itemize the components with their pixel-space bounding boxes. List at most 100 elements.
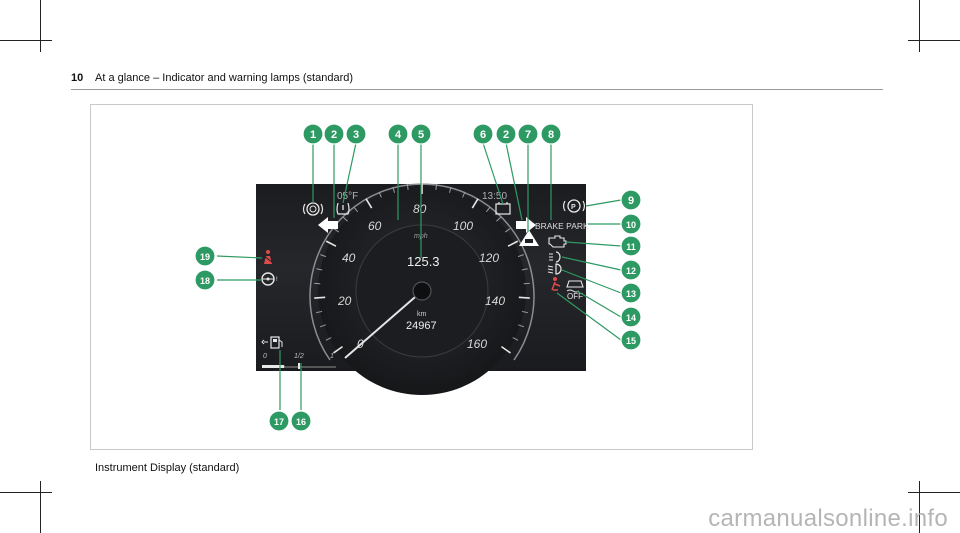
dial-tick xyxy=(517,254,524,258)
seat-belt-icon xyxy=(262,250,274,264)
dial-tick xyxy=(392,186,396,193)
fuel-scale-label: 0 xyxy=(263,353,267,360)
svg-text:19: 19 xyxy=(200,252,210,262)
callout-6: 6 xyxy=(472,123,494,145)
callout-11: 11 xyxy=(620,235,642,257)
dial-tick xyxy=(518,324,525,328)
tick-label: 140 xyxy=(485,294,505,308)
header-divider xyxy=(71,89,883,90)
callout-markers: 1 2 3 4 5 6 2 7 8 9 10 11 12 13 14 15 16… xyxy=(194,123,642,432)
svg-text:14: 14 xyxy=(626,313,636,323)
callout-12: 12 xyxy=(620,259,642,281)
distance-warning-icon xyxy=(519,230,539,246)
turn-signal-left-icon xyxy=(318,217,338,233)
callout-5: 5 xyxy=(410,123,432,145)
svg-text:8: 8 xyxy=(548,129,554,141)
svg-text:5: 5 xyxy=(418,129,424,141)
dial-tick xyxy=(406,183,409,191)
dial-tick xyxy=(435,183,438,191)
svg-text:1: 1 xyxy=(310,129,316,141)
page-number: 10 xyxy=(71,72,84,84)
svg-text:10: 10 xyxy=(626,220,636,230)
dial-tick xyxy=(500,345,511,354)
svg-text:18: 18 xyxy=(200,276,210,286)
brake-park-label: BRAKE PARK xyxy=(535,221,589,231)
turn-signal-right-icon xyxy=(516,217,536,233)
low-beam-icon xyxy=(547,263,562,275)
tick-label: 40 xyxy=(342,251,356,265)
crop-mark xyxy=(908,492,960,493)
esp-off-label: OFF xyxy=(567,292,583,301)
airbag-icon xyxy=(551,277,561,291)
dial-tick xyxy=(342,216,348,222)
crop-mark xyxy=(40,0,41,52)
dial-tick xyxy=(512,337,519,341)
svg-text:17: 17 xyxy=(274,417,284,427)
svg-text:P: P xyxy=(571,204,576,211)
svg-text:!: ! xyxy=(276,277,278,283)
engine-check-icon xyxy=(548,235,567,248)
callout-4: 4 xyxy=(387,123,409,145)
svg-text:2: 2 xyxy=(331,129,337,141)
dial-tick xyxy=(316,310,323,314)
fuel-scale-label: 1/2 xyxy=(294,353,304,360)
fuel-pump-icon xyxy=(261,336,283,349)
crop-mark xyxy=(0,492,52,493)
callout-8: 8 xyxy=(540,123,562,145)
callout-7: 7 xyxy=(517,123,539,145)
watermark: carmanualsonline.info xyxy=(708,505,948,532)
callout-15: 15 xyxy=(620,329,642,351)
crop-mark xyxy=(40,481,41,533)
tire-pressure-icon xyxy=(336,202,350,215)
crop-mark xyxy=(908,40,960,41)
callout-3: 3 xyxy=(345,123,367,145)
dial-tick xyxy=(485,206,491,213)
svg-text:4: 4 xyxy=(395,129,402,141)
dial-tick xyxy=(333,228,340,233)
dial-tick xyxy=(507,240,519,247)
fuel-scale-label: 1 xyxy=(330,353,334,360)
dial-tick xyxy=(353,206,359,213)
speedometer-ticks xyxy=(314,183,530,354)
dial-tick xyxy=(316,268,323,271)
svg-text:12: 12 xyxy=(626,266,636,276)
dial-tick xyxy=(504,228,511,233)
dial-tick xyxy=(365,198,373,209)
outside-temperature: 05°F xyxy=(337,191,358,202)
callout-19: 19 xyxy=(194,245,216,267)
callout-1: 1 xyxy=(302,123,324,145)
crop-mark xyxy=(919,481,920,533)
svg-text:11: 11 xyxy=(626,242,636,252)
svg-text:2: 2 xyxy=(503,129,509,141)
dial-tick xyxy=(462,191,466,198)
figure-frame xyxy=(90,104,753,450)
callout-10: 10 xyxy=(620,213,642,235)
callout-17: 17 xyxy=(268,410,290,432)
tick-label: 160 xyxy=(467,337,487,351)
svg-text:13: 13 xyxy=(626,289,636,299)
crop-mark xyxy=(919,0,920,52)
fuel-level-bar xyxy=(262,365,285,368)
odometer-value: 24967 xyxy=(406,320,437,332)
callout-14: 14 xyxy=(620,306,642,328)
dial-tick xyxy=(319,324,326,328)
odometer-unit: km xyxy=(417,311,427,318)
callout-leaders xyxy=(216,142,622,410)
tick-label: 20 xyxy=(337,294,352,308)
dial-tick xyxy=(471,198,479,209)
clock-time: 13:50 xyxy=(482,191,507,202)
digital-speed: 125.3 xyxy=(407,254,440,269)
dial-tick xyxy=(521,268,528,271)
svg-text:16: 16 xyxy=(296,417,306,427)
speed-needle xyxy=(344,290,423,359)
tick-label: 80 xyxy=(413,202,427,216)
dial-tick xyxy=(325,337,332,341)
rear-fog-lamp-icon xyxy=(549,251,561,263)
parking-brake-icon: P xyxy=(563,199,585,213)
crop-mark xyxy=(0,40,52,41)
svg-text:6: 6 xyxy=(480,129,486,141)
dial-tick xyxy=(320,254,327,258)
callout-2: 2 xyxy=(323,123,345,145)
svg-text:7: 7 xyxy=(525,129,531,141)
